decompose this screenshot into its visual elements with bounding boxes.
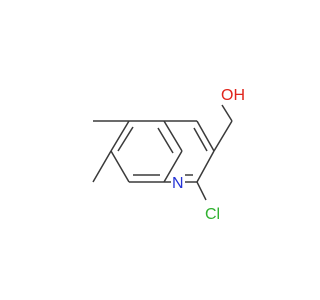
molecule-structure: OH N Cl — [92, 87, 245, 223]
chlorine-label: Cl — [205, 206, 220, 223]
bond-c7-c6 — [110, 120, 130, 152]
bond-c2-cl — [196, 181, 207, 201]
bond-ch2-oh — [221, 104, 233, 122]
bond-c5-c4a-inner — [157, 127, 174, 154]
bond-c5-c4a — [163, 120, 183, 152]
structure-canvas: OH N Cl — [92, 87, 245, 223]
hydroxyl-label: OH — [221, 87, 245, 104]
bond-c3-c2 — [196, 150, 215, 183]
bond-c7-methyl — [92, 150, 112, 183]
bond-c4a-c8a — [163, 150, 183, 183]
bond-c7-c6-inner — [117, 126, 134, 152]
nitrogen-label: N — [172, 175, 184, 192]
bond-c4-c3 — [196, 120, 215, 152]
bond-c8-c7 — [110, 150, 130, 183]
bond-c3-ch2 — [213, 120, 233, 152]
bond-c4-c3-inner — [193, 127, 208, 152]
